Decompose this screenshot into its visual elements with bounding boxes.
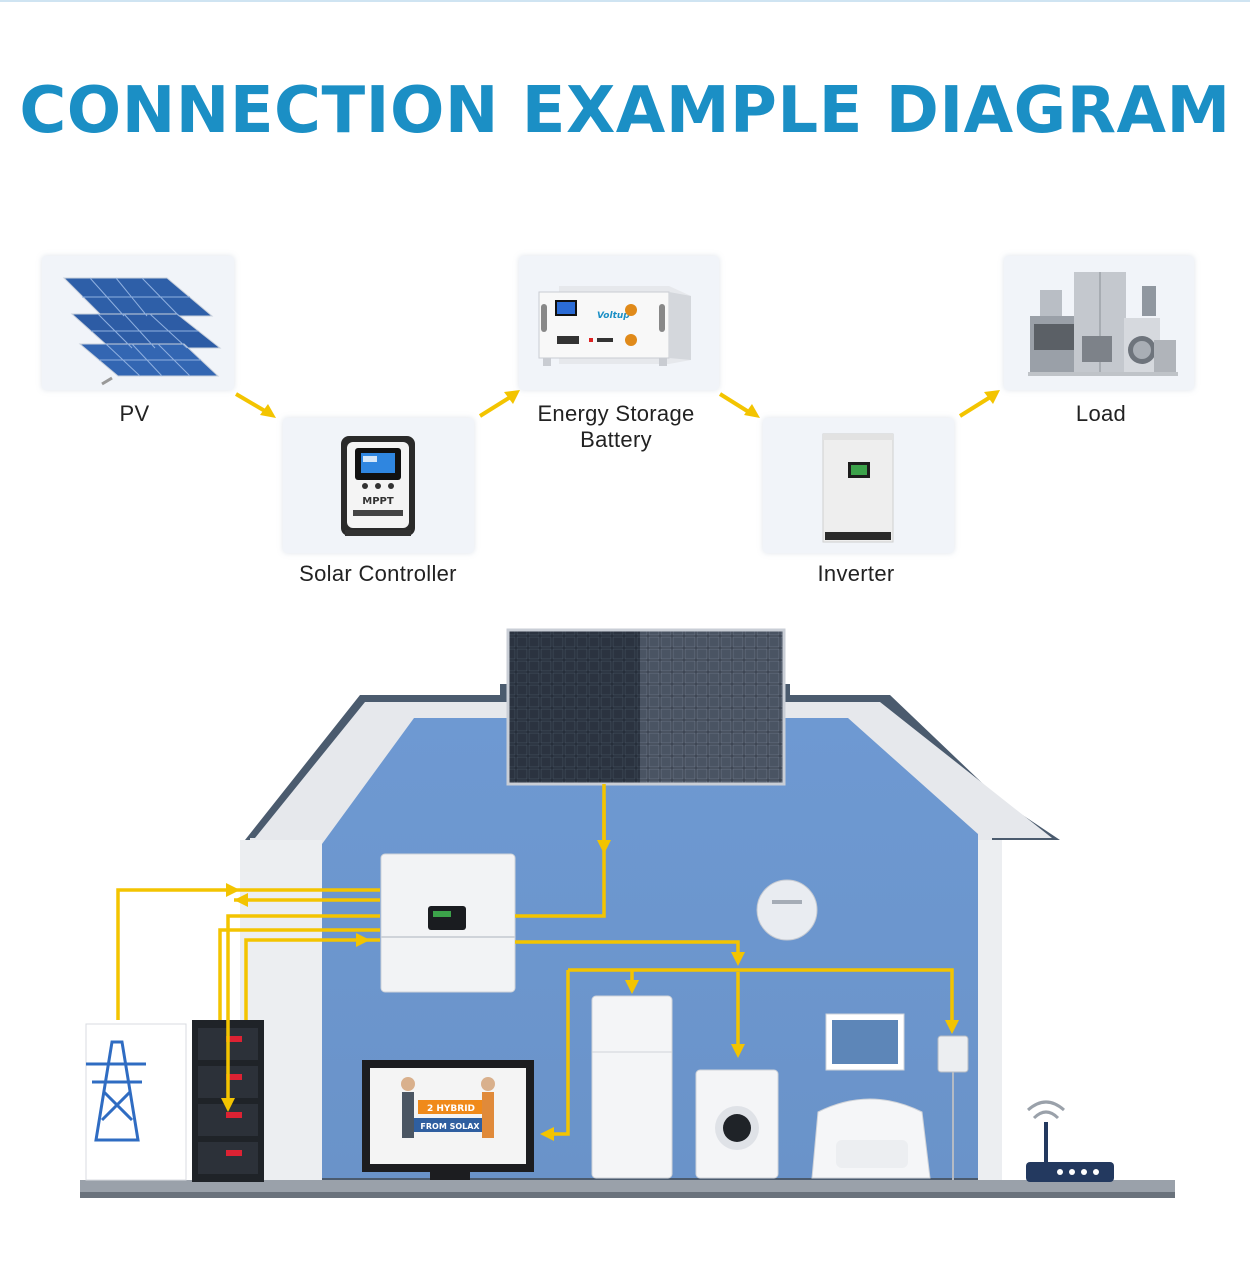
tv-line1: 2 HYBRID [427,1104,475,1114]
battery-rack-icon: Voltup [538,286,691,366]
refrigerator [591,995,673,1179]
inverter-card [763,418,954,553]
mppt-controller-icon: MPPT [341,436,415,536]
battery-label-line1: Energy Storage [537,401,695,426]
top-rule [0,0,1250,2]
wifi-router-icon [1026,1100,1114,1182]
inverter-icon [822,433,894,543]
wall-lamp [937,1035,969,1180]
battery-card: Voltup [519,256,719,390]
page-title: CONNECTION EXAMPLE DIAGRAM [19,74,1231,148]
battery-brand: Voltup [597,311,630,321]
load-card [1004,256,1194,390]
solar-controller-card: MPPT [283,418,474,553]
hybrid-inverter [380,853,516,993]
arrow-battery-to-inverter [718,392,760,418]
appliances-icon [1028,272,1178,376]
arrow-inverter-to-load [958,390,1000,418]
transmission-tower-icon [86,1040,146,1142]
battery-label: Energy Storage Battery [500,401,732,453]
tv-line2: FROM SOLAX [420,1122,480,1131]
smoke-detector [756,879,818,941]
armchair [811,1098,931,1179]
arrow-controller-to-battery [478,390,520,418]
house-illustration: 2 HYBRID FROM SOLAX [80,628,1175,1198]
washing-machine [695,1069,779,1179]
load-label: Load [1075,401,1127,426]
roof-solar-panel [506,628,786,786]
battery-label-line2: Battery [580,427,652,452]
controller-badge: MPPT [362,496,394,507]
inverter-label: Inverter [817,561,895,586]
pv-label: PV [119,401,150,426]
pv-card [42,256,234,390]
arrow-pv-to-controller [234,392,276,418]
solar-controller-label: Solar Controller [299,561,457,586]
solar-panel-icon [62,277,222,386]
television: 2 HYBRID FROM SOLAX [362,1060,534,1180]
wall-screen [825,1013,905,1071]
